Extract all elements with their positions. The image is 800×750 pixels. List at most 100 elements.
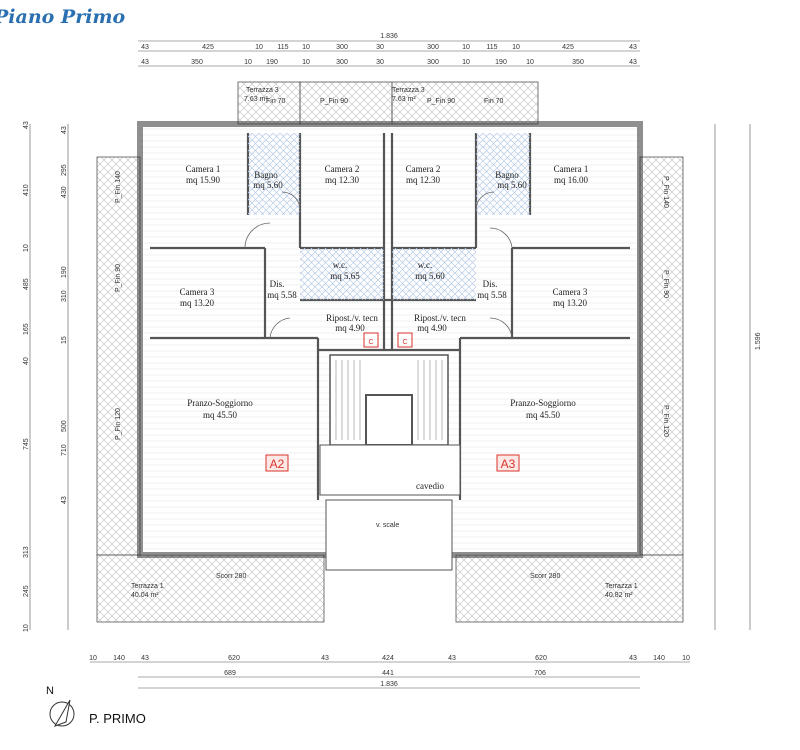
svg-text:190: 190	[61, 266, 68, 278]
cavedio-label: cavedio	[416, 481, 444, 491]
c-symbol-left: C	[368, 339, 373, 346]
wc-left	[300, 248, 384, 300]
dims-top-row1: 43 425 10 115 10 300 30 300 10 115 10 42…	[141, 44, 637, 51]
dim-top-total: 1.836	[380, 33, 398, 40]
ripost-left-name: Ripost./v. tecn	[326, 313, 378, 323]
c-symbol-right: C	[402, 339, 407, 346]
svg-text:43: 43	[61, 126, 68, 134]
pfin120-left: P_Fin 120	[115, 408, 122, 440]
scorr-left: Scorr 280	[216, 573, 246, 580]
svg-text:441: 441	[382, 670, 394, 677]
svg-text:313: 313	[23, 546, 30, 558]
svg-text:10: 10	[682, 655, 690, 662]
t3-right-name: Terrazza 3	[392, 87, 425, 94]
dims-left-inner: 43 295 430 190 310 15 500 710 43	[61, 126, 68, 504]
svg-text:165: 165	[23, 323, 30, 335]
svg-text:295: 295	[61, 164, 68, 176]
svg-text:40: 40	[23, 357, 30, 365]
svg-text:10: 10	[89, 655, 97, 662]
dis-right-name: Dis.	[483, 279, 498, 289]
dims-bottom-row2: 689 441 706	[224, 670, 546, 677]
terrace-3-mid	[299, 81, 393, 125]
wc-right-area: mq 5.60	[415, 271, 445, 281]
svg-text:620: 620	[535, 655, 547, 662]
svg-text:43: 43	[141, 655, 149, 662]
pfin90-side-right: P_Fin 90	[662, 270, 669, 298]
svg-text:410: 410	[23, 184, 30, 196]
pranzo-left-area: mq 45.50	[203, 410, 238, 420]
wc-left-name: w.c.	[333, 260, 347, 270]
svg-text:310: 310	[61, 290, 68, 302]
north-label: N	[46, 685, 54, 697]
pranzo-left-name: Pranzo-Soggiorno	[187, 398, 253, 408]
camera3-right-name: Camera 3	[553, 287, 588, 297]
dis-right-area: mq 5.58	[477, 290, 507, 300]
wc-right-name: w.c.	[418, 260, 432, 270]
dimension-lines	[29, 40, 751, 689]
t1-left-area: 40.04 m²	[131, 592, 159, 599]
terrace-1-right	[455, 554, 684, 623]
svg-text:10: 10	[302, 59, 310, 66]
dims-left-outer: 43 410 10 485 165 40 745 313 245 10	[23, 121, 30, 632]
dim-right-total: 1.596	[755, 332, 762, 350]
svg-text:10: 10	[244, 59, 252, 66]
svg-text:245: 245	[23, 585, 30, 597]
pfin90-side-left: P_Fin 90	[115, 264, 122, 292]
svg-text:300: 300	[336, 59, 348, 66]
svg-text:710: 710	[61, 444, 68, 456]
svg-text:10: 10	[526, 59, 534, 66]
svg-text:430: 430	[61, 186, 68, 198]
svg-text:300: 300	[336, 44, 348, 51]
apartment-badges: A2 A3	[265, 454, 520, 472]
svg-text:10: 10	[462, 59, 470, 66]
opening-labels: Fin 70 P_Fin 90 P_Fin 90 Fin 70 P_Fin 14…	[115, 98, 669, 580]
svg-text:350: 350	[572, 59, 584, 66]
pfin90-right: P_Fin 90	[427, 98, 455, 105]
t3-right-area: 7.63 m²	[392, 96, 416, 103]
ripost-left-area: mq 4.90	[335, 323, 365, 333]
fin70-left: Fin 70	[266, 98, 286, 105]
camera2-left-name: Camera 2	[325, 164, 360, 174]
ripost-right-name: Ripost./v. tecn	[414, 313, 466, 323]
dims-bottom-row1: 10 140 43 620 43 424 43 620 43 140 10	[89, 655, 690, 662]
pranzo-right-name: Pranzo-Soggiorno	[510, 398, 576, 408]
terrace-labels: Terrazza 3 7.63 m² Terrazza 3 7.63 m² Te…	[131, 87, 638, 599]
svg-text:706: 706	[534, 670, 546, 677]
svg-text:10: 10	[302, 44, 310, 51]
svg-text:30: 30	[376, 59, 384, 66]
camera3-right-area: mq 13.20	[553, 298, 588, 308]
camera1-left-area: mq 15.90	[186, 175, 221, 185]
bagno-right-name: Bagno	[495, 170, 519, 180]
bagno-left-area: mq 5.60	[253, 180, 283, 190]
svg-text:43: 43	[23, 121, 30, 129]
svg-text:10: 10	[255, 44, 263, 51]
dim-bottom-total: 1.836	[380, 681, 398, 688]
camera3-left-name: Camera 3	[180, 287, 215, 297]
bagno-right-area: mq 5.60	[497, 180, 527, 190]
svg-text:190: 190	[495, 59, 507, 66]
pfin90-left: P_Fin 90	[320, 98, 348, 105]
ripost-right-area: mq 4.90	[417, 323, 447, 333]
t1-left-name: Terrazza 1	[131, 583, 164, 590]
pfin140-right: P_Fin 140	[662, 176, 669, 208]
stair-treads	[335, 360, 443, 440]
svg-text:190: 190	[266, 59, 278, 66]
camera1-left-name: Camera 1	[186, 164, 221, 174]
svg-text:300: 300	[427, 44, 439, 51]
dims-top-row2: 43 350 10 190 10 300 30 300 10 190 10 35…	[141, 59, 637, 66]
svg-text:424: 424	[382, 655, 394, 662]
svg-text:620: 620	[228, 655, 240, 662]
fin70-right: Fin 70	[484, 98, 504, 105]
svg-text:43: 43	[321, 655, 329, 662]
svg-text:43: 43	[448, 655, 456, 662]
side-terrace-right	[639, 156, 684, 556]
side-terrace-left	[96, 156, 141, 556]
pranzo-right-area: mq 45.50	[526, 410, 561, 420]
t1-right-area: 40.82 m²	[605, 592, 633, 599]
room-labels: Camera 1 mq 15.90 Bagno mq 5.60 Camera 2…	[180, 164, 589, 420]
svg-text:115: 115	[277, 44, 288, 51]
bagno-left-name: Bagno	[254, 170, 278, 180]
stair-void	[325, 499, 453, 571]
t3-left-area: 7.63 m²	[244, 96, 268, 103]
compass-circle	[49, 701, 75, 727]
